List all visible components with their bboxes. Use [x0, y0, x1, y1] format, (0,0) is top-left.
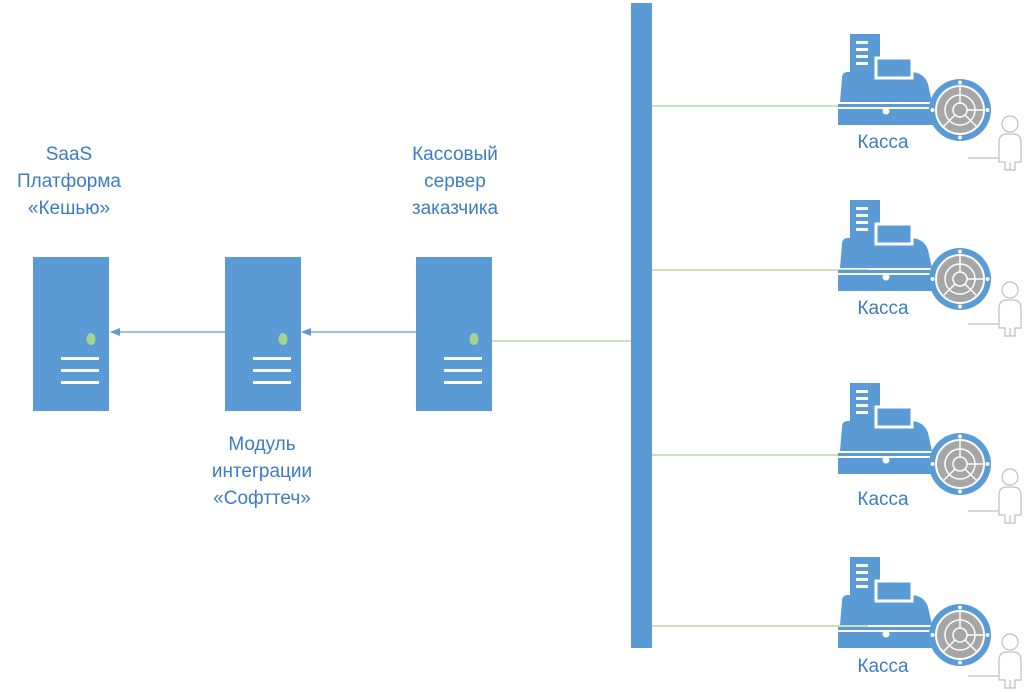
saas-label-line-2: Платформа [17, 171, 121, 192]
register-label-1: Касса [857, 132, 909, 153]
register-label-4: Касса [857, 656, 909, 677]
register-node-2: Касса [836, 198, 1022, 337]
register-label-3: Касса [857, 489, 909, 510]
server-icon [225, 257, 301, 411]
module-label-line-1: Модуль [228, 434, 295, 455]
server-label-line-1: Кассовый [412, 144, 498, 165]
card-reader-icon [928, 78, 992, 142]
register-node-1: Касса [836, 32, 1022, 171]
saas-label-line-1: SaaS [46, 144, 92, 165]
register-node-3: Касса [836, 381, 1022, 524]
cash-register-icon [836, 381, 936, 476]
saas-label-line-3: «Кешью» [28, 198, 110, 219]
network-bus [631, 3, 652, 648]
saas-platform-node: SaaS Платформа «Кешью» [17, 144, 121, 411]
card-reader-icon [928, 432, 992, 496]
server-label-line-3: заказчика [412, 198, 499, 219]
card-reader-icon [928, 247, 992, 311]
register-label-2: Касса [857, 298, 909, 319]
module-label-line-3: «Софттеч» [213, 488, 311, 509]
server-icon [33, 257, 109, 411]
card-reader-icon [928, 603, 992, 667]
module-label-line-2: интеграции [212, 461, 312, 482]
cash-register-icon [836, 32, 936, 127]
integration-module-node: Модуль интеграции «Софттеч» [212, 257, 312, 509]
register-node-4: Касса [836, 555, 1022, 689]
customer-cash-server-node: Кассовый сервер заказчика [412, 144, 499, 411]
server-icon [416, 257, 492, 411]
server-label-line-2: сервер [424, 171, 486, 192]
cash-register-icon [836, 198, 936, 293]
cash-register-icon [836, 555, 936, 650]
